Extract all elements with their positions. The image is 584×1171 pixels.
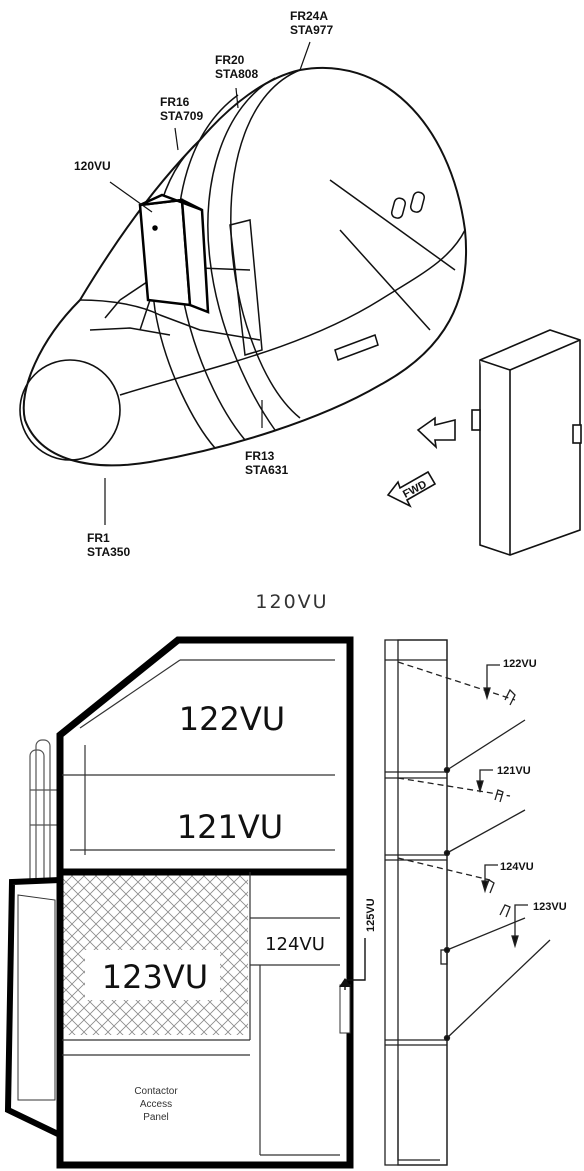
section-125vu: 125VU xyxy=(365,898,377,932)
label-sta808: STA808 xyxy=(215,67,258,81)
label-fr1: FR1 xyxy=(87,531,110,545)
label-sta631: STA631 xyxy=(245,463,288,477)
side-label-122vu: 122VU xyxy=(503,658,537,670)
label-fr13: FR13 xyxy=(245,449,275,463)
side-label-121vu: 121VU xyxy=(497,765,531,777)
side-elevation xyxy=(384,639,551,1166)
label-sta709: STA709 xyxy=(160,109,203,123)
aircraft-nose-drawing xyxy=(19,66,467,467)
section-121vu: 121VU xyxy=(177,808,283,846)
side-label-124vu: 124VU xyxy=(500,861,534,873)
panel-title: 120VU xyxy=(255,591,328,613)
section-122vu: 122VU xyxy=(179,700,285,738)
contactor-label-1: Contactor xyxy=(134,1086,178,1097)
front-elevation: 122VU 121VU 123VU 124VU 125VU Contactor … xyxy=(4,636,377,1169)
label-fwd: FWD xyxy=(401,478,429,500)
label-fr16: FR16 xyxy=(160,95,190,109)
fwd-arrow-icon xyxy=(386,470,437,508)
section-123vu: 123VU xyxy=(102,958,208,996)
leader-lines xyxy=(104,41,311,525)
direction-arrows: FWD xyxy=(386,416,456,508)
label-sta977: STA977 xyxy=(290,23,333,37)
label-fr24a: FR24A xyxy=(290,9,328,23)
contactor-label-3: Panel xyxy=(143,1112,169,1123)
side-label-123vu: 123VU xyxy=(533,901,567,913)
label-sta350: STA350 xyxy=(87,545,130,559)
vu120-detail-cabinet xyxy=(471,329,582,556)
vu120-cabinet xyxy=(138,193,210,314)
contactor-label-2: Access xyxy=(140,1099,172,1110)
frame-labels: FR24A STA977 FR20 STA808 FR16 STA709 120… xyxy=(74,9,333,559)
label-fr20: FR20 xyxy=(215,53,245,67)
label-120vu: 120VU xyxy=(74,159,111,173)
side-labels: 122VU 121VU 124VU 123VU xyxy=(497,658,567,913)
insertion-arrow-icon xyxy=(416,416,456,450)
section-124vu: 124VU xyxy=(265,934,325,955)
